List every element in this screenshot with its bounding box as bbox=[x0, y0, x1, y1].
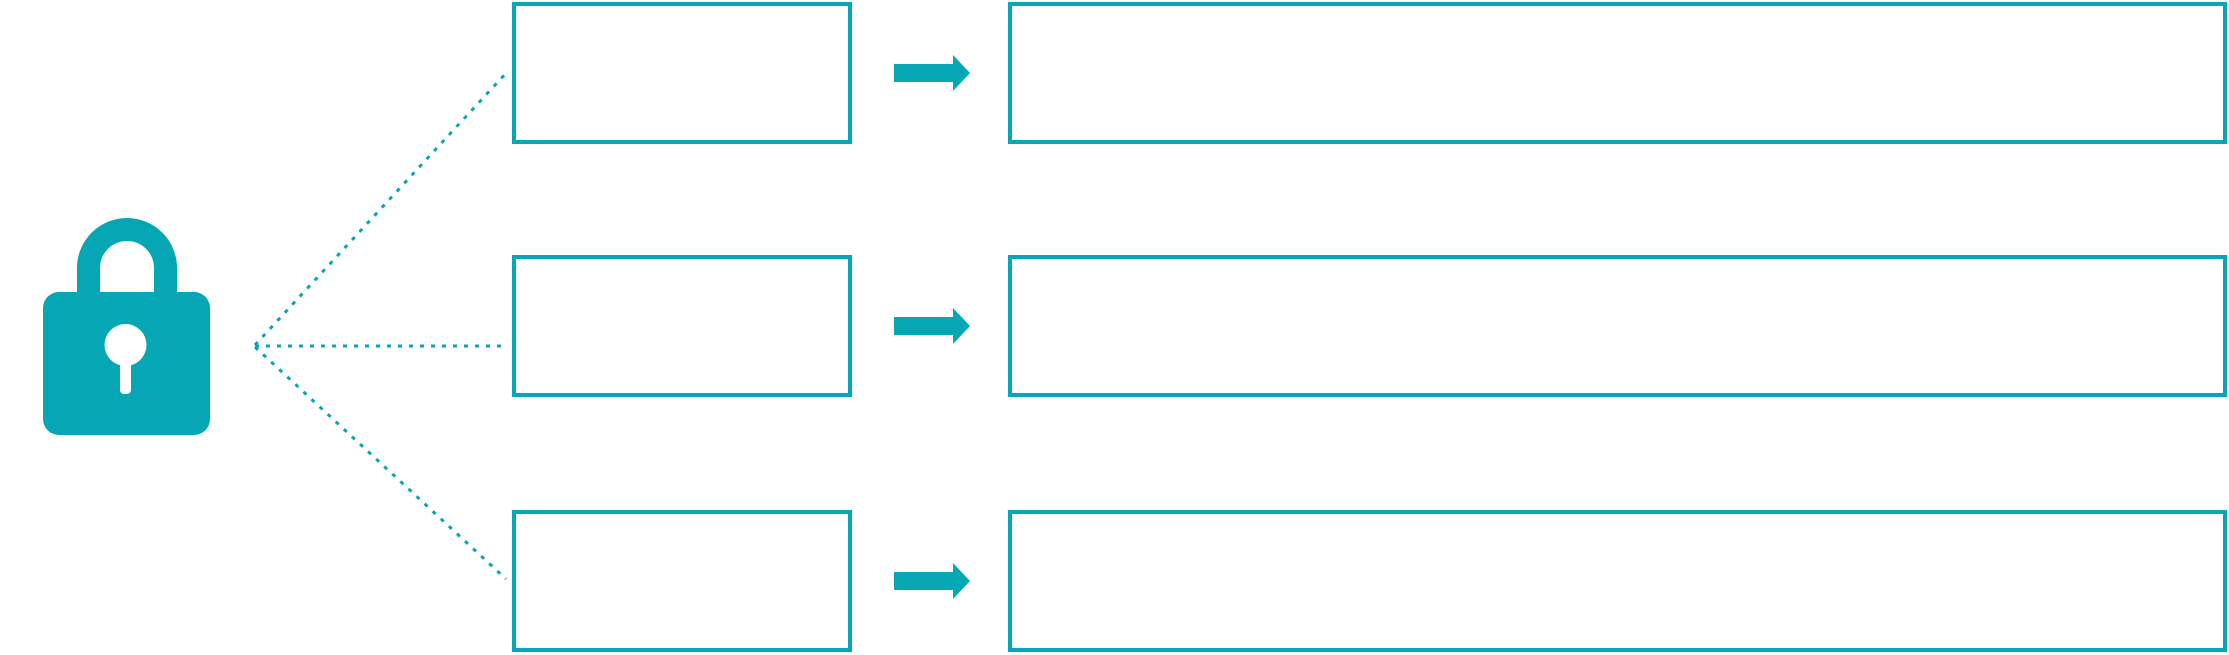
lock-icon bbox=[43, 218, 210, 435]
source-box-1 bbox=[512, 2, 852, 144]
arrow-icon bbox=[894, 308, 970, 344]
arrow-icon bbox=[894, 563, 970, 599]
source-box-3 bbox=[512, 510, 852, 652]
target-box-2 bbox=[1008, 255, 2227, 397]
dotted-connector-top bbox=[253, 69, 510, 347]
target-box-1 bbox=[1008, 2, 2227, 144]
lock-keyhole-stem bbox=[120, 352, 131, 394]
lock-keyhole-circle bbox=[104, 324, 147, 366]
lock-shackle bbox=[77, 218, 177, 310]
dotted-connector-bottom bbox=[253, 345, 508, 581]
arrow-icon bbox=[894, 55, 970, 91]
dotted-connectors bbox=[253, 69, 510, 581]
source-box-2 bbox=[512, 255, 852, 397]
target-box-3 bbox=[1008, 510, 2227, 652]
